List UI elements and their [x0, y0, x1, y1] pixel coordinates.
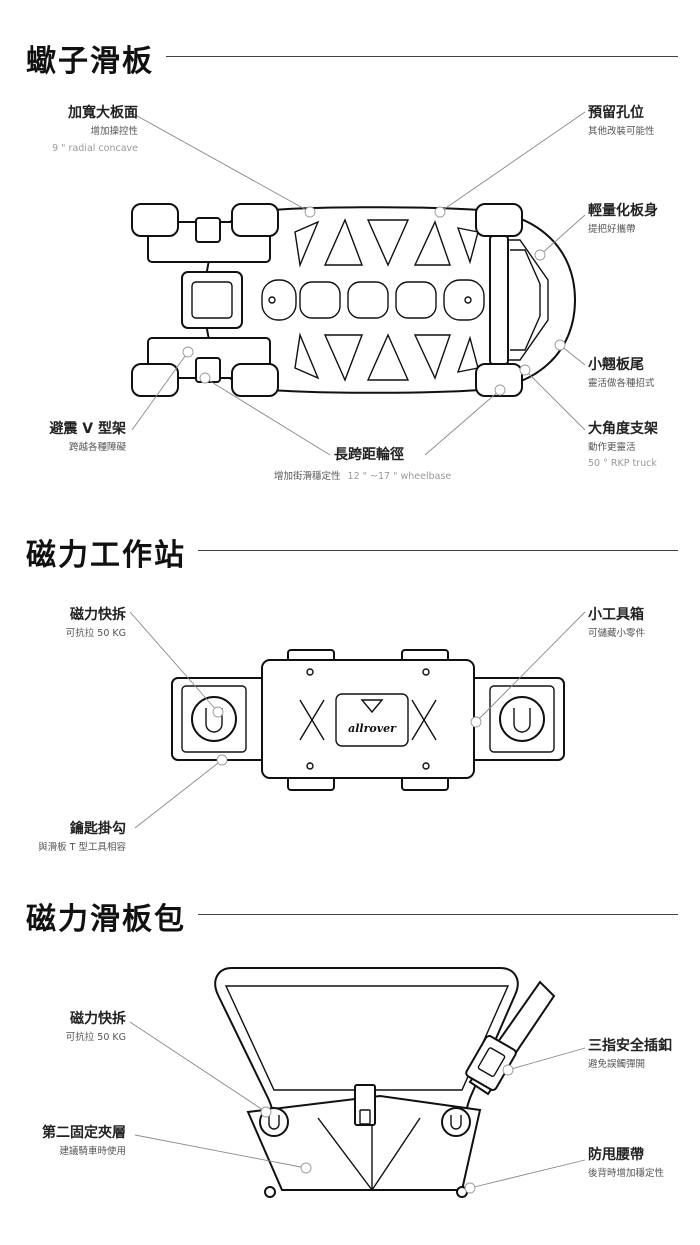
label-reserved-holes-sub: 其他改裝可能性: [588, 126, 655, 137]
label-shock-v: 避震 V 型架: [49, 421, 126, 437]
section3-title: 磁力滑板包: [26, 902, 186, 937]
station-illustration: [171, 649, 565, 791]
skateboard-illustration: [131, 203, 577, 397]
label-wheelbase-sub-row: 增加街滑穩定性 12 " ~17 " wheelbase: [274, 468, 451, 482]
bag-illustration: [214, 967, 556, 1198]
label-second-layer: 第二固定夾層: [42, 1125, 126, 1141]
label-wide-deck: 加寬大板面: [68, 105, 138, 121]
label-big-angle-spec: 50 ° RKP truck: [588, 458, 657, 469]
leader-lines-section2: [129, 611, 586, 829]
label-waist-strap: 防甩腰帶: [588, 1147, 644, 1163]
label-buckle: 三指安全插釦: [588, 1038, 672, 1054]
label-wheelbase-sub: 增加街滑穩定性: [274, 471, 341, 482]
label-wide-deck-spec: 9 " radial concave: [52, 143, 138, 154]
label-key-hook-sub: 與滑板 T 型工具相容: [38, 842, 126, 853]
label-light-body: 輕量化板身: [588, 203, 658, 219]
label-key-hook: 鑰匙掛勾: [70, 821, 126, 837]
label-waist-strap-sub: 後背時增加穩定性: [588, 1168, 665, 1179]
label-wheelbase-spec: 12 " ~17 " wheelbase: [347, 471, 452, 482]
section1-title: 蠍子滑板: [26, 44, 154, 79]
label-shock-v-sub: 跨越各種障礙: [68, 442, 126, 453]
section1-divider: [166, 56, 678, 57]
label-mag-release: 磁力快拆: [70, 607, 126, 623]
label-big-angle: 大角度支架: [588, 421, 658, 437]
label-bag-mag-release: 磁力快拆: [70, 1011, 126, 1027]
label-second-layer-sub: 建議騎車時使用: [59, 1146, 126, 1157]
leader-lines-section3: [129, 1021, 586, 1194]
label-mag-release-sub: 可抗拉 50 KG: [65, 628, 126, 639]
label-light-body-sub: 提把好攜帶: [588, 224, 636, 235]
section2-title: 磁力工作站: [26, 538, 186, 573]
label-big-angle-sub: 動作更靈活: [588, 442, 636, 453]
label-kicktail-sub: 靈活做各種招式: [588, 378, 655, 389]
leader-lines-section1: [129, 111, 586, 456]
label-kicktail: 小翹板尾: [588, 357, 644, 373]
label-toolbox-sub: 可儲藏小零件: [588, 628, 646, 639]
label-toolbox: 小工具箱: [588, 607, 644, 623]
label-reserved-holes: 預留孔位: [588, 105, 644, 121]
allrover-logo: allrover: [348, 722, 396, 735]
section2-divider: [198, 550, 678, 551]
label-bag-mag-release-sub: 可抗拉 50 KG: [65, 1032, 126, 1043]
label-wheelbase: 長跨距輪徑: [334, 447, 404, 463]
label-buckle-sub: 避免誤觸彈開: [588, 1059, 646, 1070]
section3-divider: [198, 914, 678, 915]
label-wide-deck-sub: 增加操控性: [90, 126, 138, 137]
